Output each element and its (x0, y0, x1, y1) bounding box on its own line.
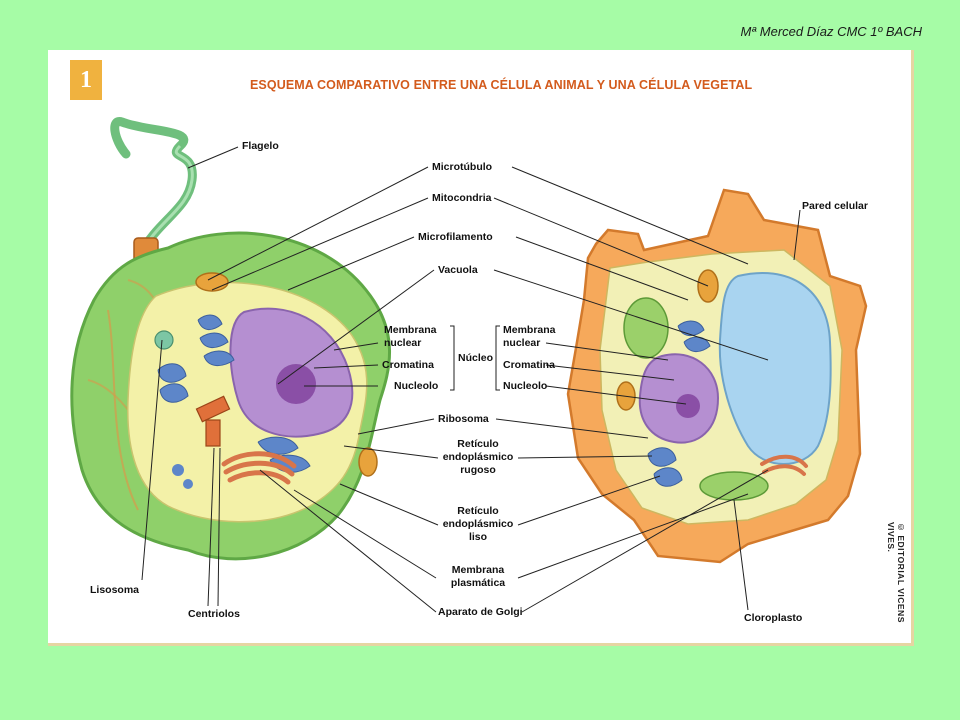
sheet-title: ESQUEMA COMPARATIVO ENTRE UNA CÉLULA ANI… (250, 78, 753, 92)
label-cloroplasto: Cloroplasto (744, 612, 803, 624)
sheet-number-badge: 1 (70, 60, 102, 100)
label-cromatina-right: Cromatina (503, 359, 555, 371)
animal-golgi-shape (221, 451, 297, 485)
label-ribosoma: Ribosoma (438, 413, 489, 425)
label-vacuola: Vacuola (438, 264, 478, 276)
label-microfilamento: Microfilamento (418, 231, 493, 243)
label-reticulo-liso: Retículo endoplásmico liso (442, 505, 514, 543)
animal-cell (70, 117, 391, 561)
label-reticulo-rugoso: Retículo endoplásmico rugoso (442, 438, 514, 476)
label-microtubulo: Microtúbulo (432, 161, 493, 173)
diagram-sheet: 1 ESQUEMA COMPARATIVO ENTRE UNA CÉLULA A… (48, 50, 914, 646)
label-mitocondria: Mitocondria (432, 192, 492, 204)
plant-cell (566, 188, 868, 564)
label-membrana-nuclear-right: Membrana nuclear (503, 324, 556, 349)
label-aparato-golgi: Aparato de Golgi (438, 606, 523, 618)
label-centriolos: Centriolos (188, 608, 240, 620)
label-flagelo: Flagelo (242, 140, 279, 152)
credit-text: Mª Merced Díaz CMC 1º BACH (740, 24, 922, 39)
label-nucleolo-left: Nucleolo (394, 380, 439, 392)
copyright-text: © EDITORIAL VICENS VIVES. (886, 522, 906, 623)
label-pared-celular: Pared celular (802, 200, 868, 212)
label-membrana-nuclear-left: Membrana nuclear (384, 324, 437, 349)
label-nucleo: Núcleo (458, 352, 494, 364)
chloroplast-shape (623, 297, 669, 359)
label-lisosoma: Lisosoma (90, 584, 140, 596)
label-membrana-plasmatica: Membrana plasmática (450, 564, 506, 589)
label-cromatina-left: Cromatina (382, 359, 434, 371)
label-nucleolo-right: Nucleolo (503, 380, 548, 392)
leader-lines (141, 146, 801, 613)
cell-illustration (70, 117, 868, 613)
plant-nucleolus-shape (676, 394, 700, 418)
animal-nucleolus-shape (276, 364, 316, 404)
